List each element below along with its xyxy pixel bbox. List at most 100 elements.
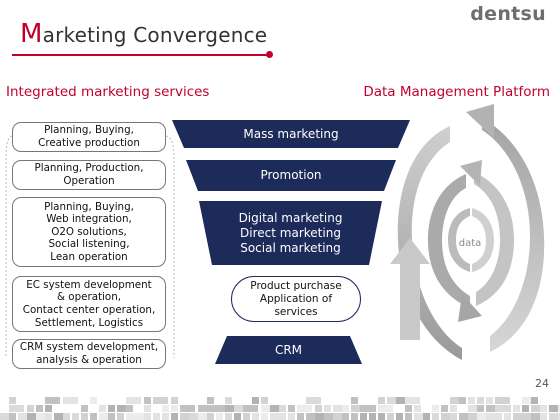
footer-tile [144,397,151,404]
footer-tile [333,413,348,420]
footer-tile [198,413,213,420]
footer-tile [378,397,385,404]
funnel-crm-label: CRM [274,342,303,357]
footer-tile [288,413,295,420]
footer-tile [144,413,151,420]
funnel-promotion-label: Promotion [260,168,322,182]
funnel-digital-marketing-label: Digital marketing Direct marketing Socia… [238,210,343,255]
footer-tile [468,413,483,420]
footer-tile [99,413,114,420]
title-initial: M [20,19,43,49]
footer-tile [360,405,375,412]
footer-tile [252,413,259,420]
funnel-product-purchase: Product purchase Application of services [231,276,361,322]
inner-cycle-arrows [448,208,494,272]
footer-tile [504,405,511,412]
footer-tile [540,413,547,420]
footer-tile [522,405,529,412]
footer-tile [450,405,457,412]
footer-tile [342,413,349,420]
footer-tile [414,405,421,412]
funnel-segment-shape [172,120,410,148]
footer-tile [297,405,312,412]
footer-tile [333,405,348,412]
footer-tile [153,397,168,404]
footer-tile [378,405,393,412]
outer-cycle-arrow-right [466,104,545,352]
footer-tile [144,405,151,412]
footer-tile [63,413,70,420]
cycle-up-arrow [390,238,430,340]
footer-tile [234,405,249,412]
footer-tile [315,413,330,420]
footer-tile [513,405,520,412]
slide-title: Marketing Convergence [20,19,267,49]
footer-tile [279,405,286,412]
footer-tile [531,413,546,420]
footer-tile [153,413,160,420]
footer-tile [360,413,367,420]
footer-tile [81,413,88,420]
footer-tile [486,413,501,420]
footer-tile [270,405,285,412]
footer-tile [225,413,232,420]
footer-tile [405,397,420,404]
footer-tile [441,413,456,420]
footer-tile [207,413,214,420]
footer-tile [261,397,268,404]
service-box-digital-services: Planning, Buying, Web integration, O2O s… [12,197,166,267]
heading-integrated-services: Integrated marketing services [6,84,210,100]
footer-tile [81,405,88,412]
footer-tile [189,413,204,420]
page-number: 24 [535,377,549,390]
footer-tile [162,405,169,412]
footer-tile [171,397,178,404]
footer-tile [225,405,240,412]
footer-tile [207,397,214,404]
footer-tile [72,413,79,420]
footer-tile [405,405,412,412]
footer-tile [171,405,178,412]
footer-pattern [0,397,560,420]
footer-tile [207,405,222,412]
footer-tile [387,397,402,404]
footer-tile [63,397,78,404]
footer-tile [486,405,501,412]
footer-tile [45,405,52,412]
footer-tile [243,405,258,412]
footer-tile [261,405,276,412]
footer-tile [45,397,60,404]
footer-tile [279,413,286,420]
footer-tile [9,397,16,404]
footer-tile [549,405,560,412]
footer-tile [477,397,484,404]
footer-tile [531,405,546,412]
funnel-mass-marketing-label: Mass marketing [243,126,339,141]
footer-tile [495,405,510,412]
footer-tile [216,413,223,420]
footer-tile [90,397,97,404]
footer-tile [522,397,537,404]
footer-tile [468,397,475,404]
heading-data-platform: Data Management Platform [363,84,550,100]
footer-tile [225,397,232,404]
footer-tile [495,413,502,420]
footer-tile [135,413,150,420]
footer-tile [450,397,465,404]
footer-tile [18,413,33,420]
middle-cycle-arrows [428,160,514,322]
footer-tile [504,413,511,420]
footer-tile [45,413,52,420]
footer-tile [459,397,466,404]
footer-tile [234,413,241,420]
footer-tile [378,413,385,420]
footer-tile [99,405,106,412]
footer-tile [180,405,195,412]
dentsu-logo: dentsu [470,3,546,25]
footer-tile [171,413,178,420]
funnel-digital-marketing: Digital marketing Direct marketing Socia… [199,201,382,265]
footer-tile [36,405,43,412]
footer-tile [117,405,132,412]
footer-tile [522,413,537,420]
